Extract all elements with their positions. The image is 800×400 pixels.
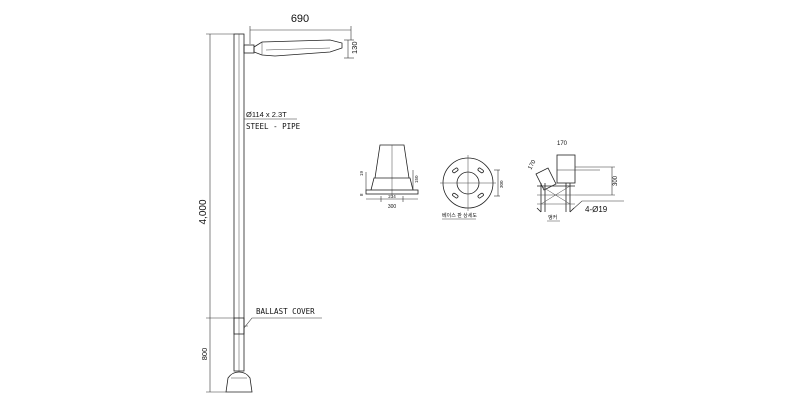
dim-800-label: 800 (200, 348, 209, 361)
anchor-dim-top: 170 (557, 141, 568, 147)
lamp-bracket (243, 44, 255, 54)
anchor-dim-height: 300 (613, 175, 619, 186)
side-dim-right: 150 (414, 175, 419, 183)
base-side-detail: 234 300 150 19 8 (359, 144, 419, 210)
anchor-caption: 앵커 (548, 214, 557, 221)
side-base-plate (365, 189, 419, 195)
pole-elevation (225, 33, 343, 393)
dim-130-label: 130 (350, 41, 359, 54)
anchor-box (556, 154, 576, 184)
plan-bolt-slot (452, 192, 459, 199)
plan-caption: 베이스 판 상세도 (442, 212, 477, 219)
dim-head-height: 130 (344, 39, 359, 59)
anchor-dim-bolts: 4-Ø19 (585, 205, 608, 214)
anchor-hooks (536, 207, 575, 213)
pipe-material-label: STEEL - PIPE (246, 122, 301, 131)
dim-4000-label: 4,000 (198, 199, 209, 224)
dim-total-height: 4,000 800 (198, 33, 234, 393)
pipe-spec-callout: Ø114 x 2.3T STEEL - PIPE (244, 110, 301, 131)
anchor-detail: 170 170 300 4-Ø19 앵커 (527, 141, 624, 222)
side-dim-left-top: 19 (359, 170, 364, 176)
dim-690-label: 690 (291, 13, 309, 25)
plan-bolt-slot (477, 192, 484, 199)
plan-bolt-slot (452, 167, 459, 174)
plan-bolt-slot (477, 167, 484, 174)
side-dim-left-bottom: 8 (359, 193, 364, 196)
anchor-rod-tilted (535, 167, 557, 191)
anchor-bracing (540, 185, 571, 205)
side-gusset (370, 177, 414, 191)
lamp-head (253, 39, 343, 57)
pole-base-foot (225, 371, 253, 393)
side-dim-inner: 234 (388, 194, 396, 199)
side-dim-base: 300 (388, 204, 397, 210)
base-plan-detail: 300 베이스 판 상세도 (440, 155, 504, 220)
anchor-dim-diag: 170 (527, 159, 537, 171)
dim-width-top: 690 (249, 13, 352, 44)
lamp-lens-line (265, 47, 331, 51)
plan-dim-right: 300 (499, 180, 504, 188)
ballast-callout: BALLAST COVER (243, 307, 322, 329)
pipe-spec-label: Ø114 x 2.3T (246, 110, 287, 119)
ballast-label: BALLAST COVER (256, 307, 315, 316)
